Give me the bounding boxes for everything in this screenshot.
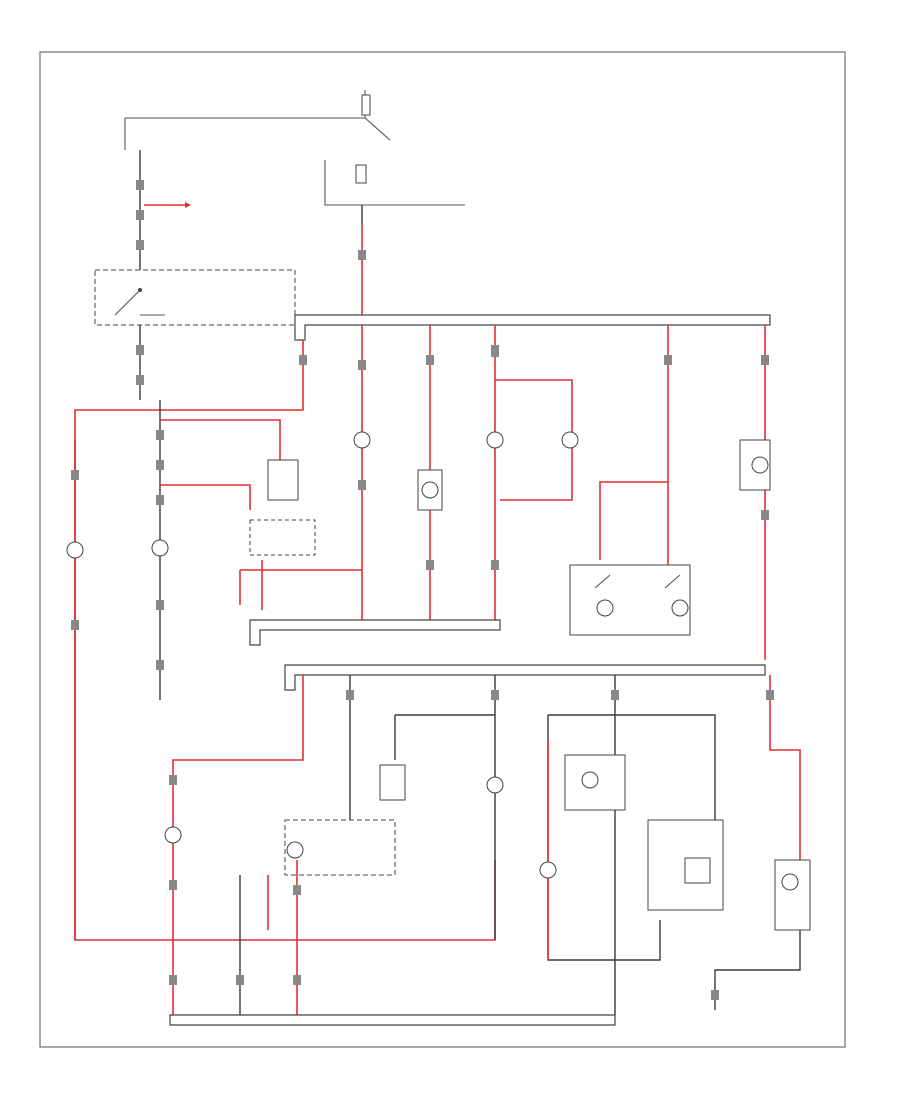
middle-bus [249,619,501,646]
combination-switch [94,269,296,326]
bottom-components [236,819,396,1015]
lower-bus-drops [164,675,811,1015]
lower-bus [284,664,766,691]
bottom-bus [169,1014,616,1026]
diagram-frame [39,51,846,1048]
right-switches [569,564,691,636]
left-lamps [66,400,362,940]
upper-bus-drops [74,225,771,941]
upper-bus [294,314,771,341]
top-fuse-block [124,90,465,225]
switch-output [136,325,144,400]
left-feed [136,150,191,270]
